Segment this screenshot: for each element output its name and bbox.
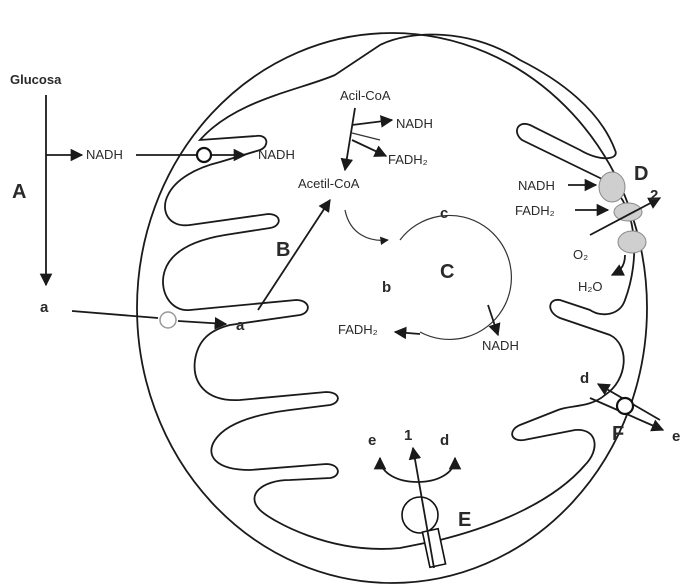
acil-coa-label: Acil-CoA bbox=[340, 88, 391, 103]
complex-iv bbox=[618, 231, 646, 253]
label-e-bottom: e bbox=[368, 432, 376, 449]
pyruvate-transporter bbox=[160, 312, 176, 328]
label-d-top: d bbox=[580, 370, 589, 387]
label-2: 2 bbox=[650, 187, 658, 204]
krebs-cycle bbox=[400, 215, 511, 339]
nadh-cycle-label: NADH bbox=[482, 338, 519, 353]
glucosa-label: Glucosa bbox=[10, 72, 62, 87]
atp-synthase-head bbox=[402, 497, 438, 533]
label-D: D bbox=[634, 163, 648, 185]
inner-membrane bbox=[163, 35, 634, 549]
label-1: 1 bbox=[404, 427, 412, 444]
nadh-right-label: NADH bbox=[258, 147, 295, 162]
atp-synthase-stalk bbox=[422, 529, 445, 568]
o2-label: O₂ bbox=[573, 247, 588, 262]
label-F: F bbox=[612, 423, 624, 445]
label-a-right: a bbox=[236, 317, 245, 334]
atp-adp-translocase bbox=[617, 398, 633, 414]
acetil-coa-label: Acetil-CoA bbox=[298, 176, 360, 191]
label-a-left: a bbox=[40, 299, 49, 316]
label-b: b bbox=[382, 279, 391, 296]
complex-i bbox=[599, 172, 625, 202]
label-E: E bbox=[458, 509, 471, 531]
label-d-bottom: d bbox=[440, 432, 449, 449]
label-A: A bbox=[12, 181, 26, 203]
nadh-shuttle-transporter bbox=[197, 148, 211, 162]
h2o-label: H₂O bbox=[578, 279, 603, 294]
label-B: B bbox=[276, 239, 290, 261]
fadh2-chain-label: FADH₂ bbox=[515, 203, 555, 218]
label-c: c bbox=[440, 205, 448, 222]
label-e-right: e bbox=[672, 428, 680, 445]
nadh-top-label: NADH bbox=[396, 116, 433, 131]
nadh-chain-label: NADH bbox=[518, 178, 555, 193]
label-C: C bbox=[440, 261, 454, 283]
nadh-left-label: NADH bbox=[86, 147, 123, 162]
complex-ii bbox=[614, 203, 642, 221]
fadh2-top-label: FADH₂ bbox=[388, 152, 428, 167]
fadh2-cycle-label: FADH₂ bbox=[338, 322, 378, 337]
